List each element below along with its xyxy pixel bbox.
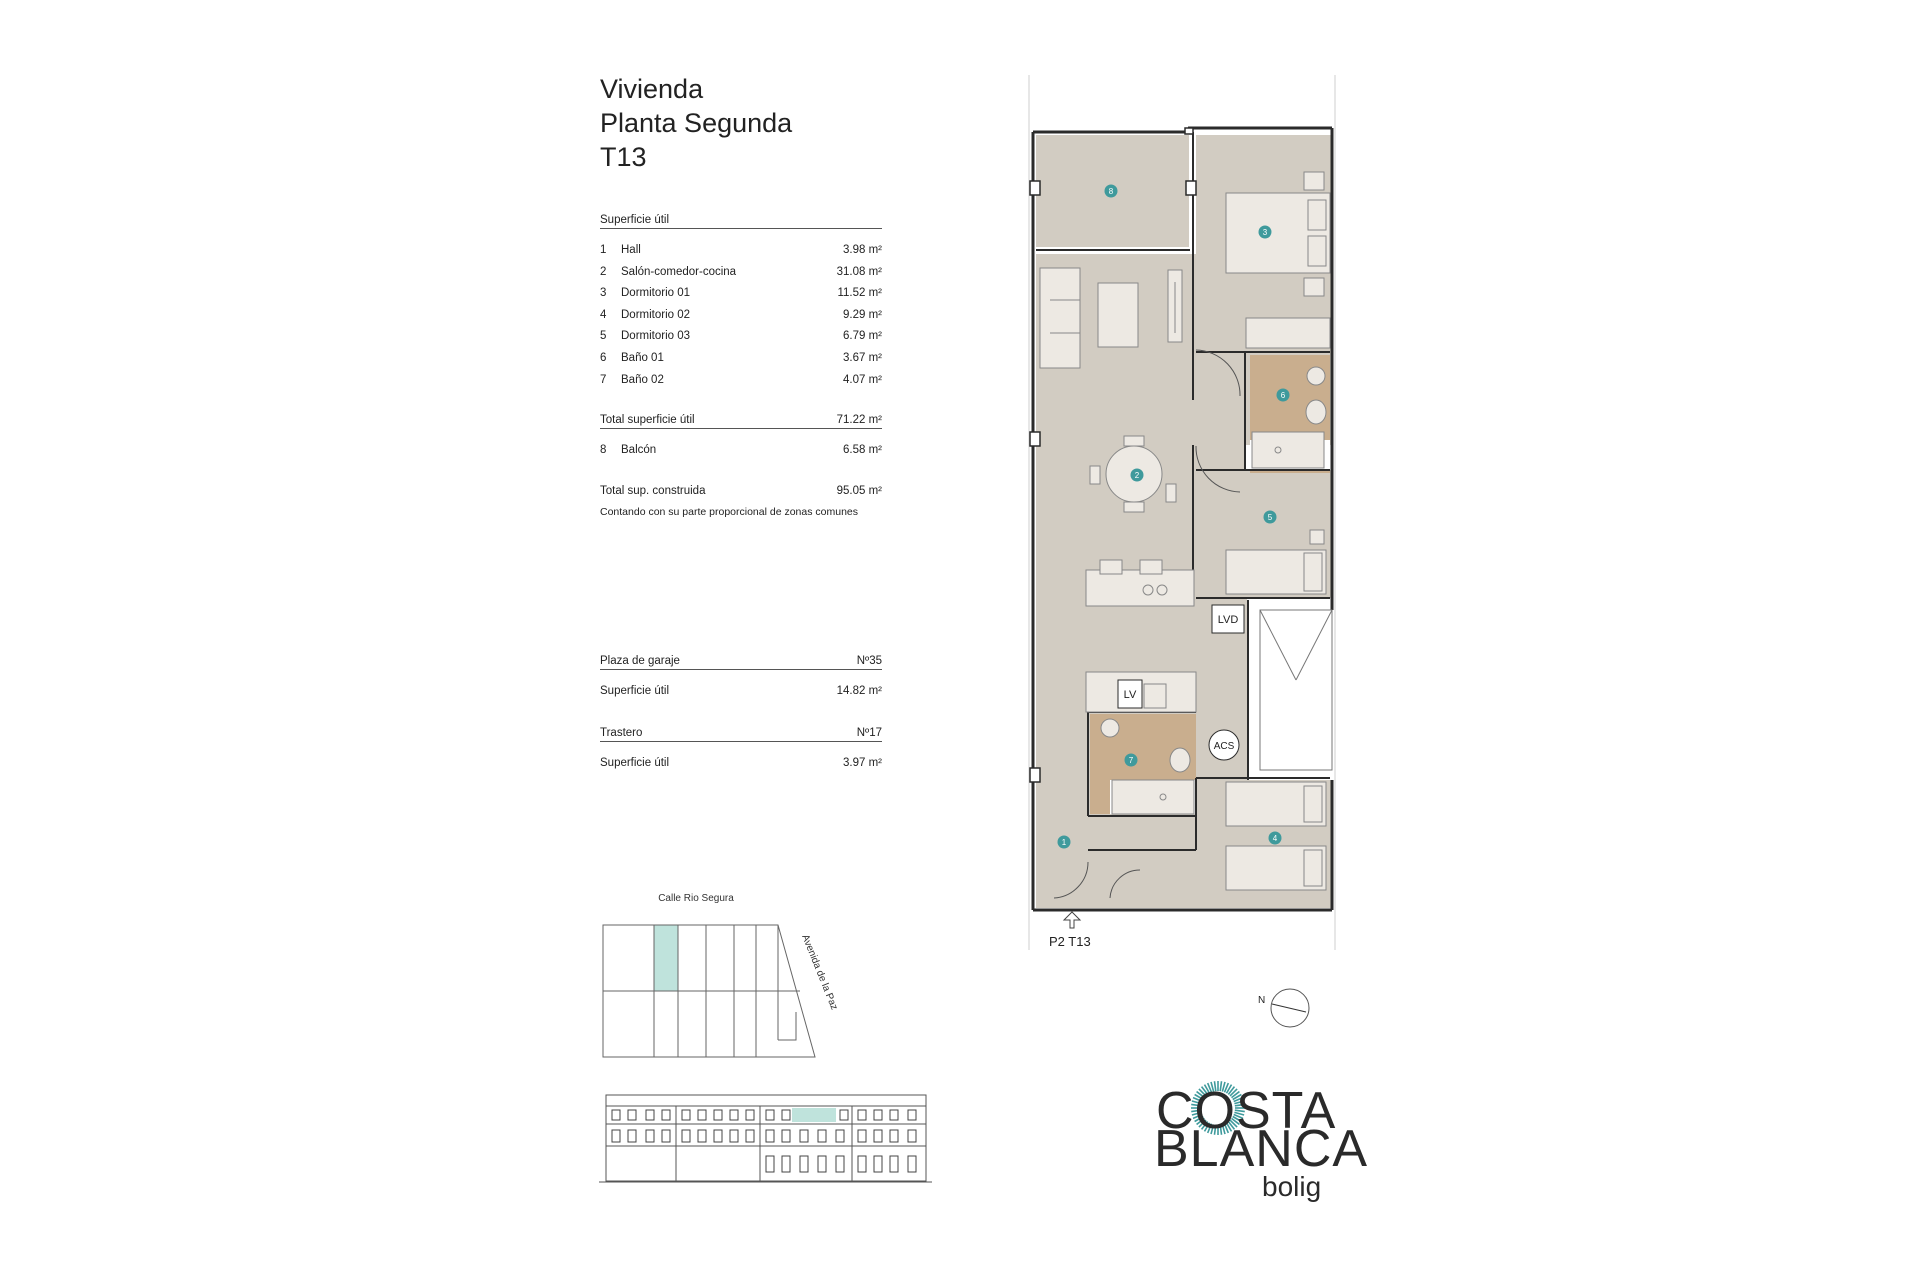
entrance-arrow-icon — [1062, 911, 1082, 929]
room-value: 6.79 m² — [843, 330, 882, 342]
balcony-number: 8 — [600, 444, 607, 456]
compass-icon: N — [1258, 988, 1310, 1028]
room-label: Baño 01 — [621, 352, 664, 364]
total-surface-label: Total superficie útil — [600, 414, 695, 426]
room-number: 7 — [600, 374, 607, 386]
title-line-2: Planta Segunda — [600, 108, 793, 138]
room-label: Hall — [621, 244, 641, 256]
room-marker-7 — [1124, 753, 1138, 767]
room-number: 4 — [600, 309, 607, 321]
room-marker-3 — [1258, 225, 1272, 239]
lvd-label: LVD — [1218, 614, 1239, 626]
room-row: 3 Dormitorio 01 11.52 m² — [600, 287, 882, 303]
room-marker-4-label: 4 — [1273, 834, 1278, 843]
garage-surface-label: Superficie útil — [600, 685, 670, 697]
compass-north-label: N — [1258, 995, 1265, 1006]
built-surface-label: Total sup. construida — [600, 485, 706, 497]
room-marker-1-label: 1 — [1062, 838, 1067, 847]
room-row: 1 Hall 3.98 m² — [600, 244, 882, 260]
surface-header: Superficie útil — [600, 214, 882, 229]
garage-number: Nº35 — [856, 655, 882, 667]
room-label: Dormitorio 03 — [621, 330, 691, 342]
built-surface-row: Total sup. construida 95.05 m² — [600, 485, 882, 501]
garage-row: Plaza de garaje Nº35 — [600, 655, 882, 670]
total-surface-value: 71.22 m² — [836, 414, 882, 426]
acs-circle — [1208, 729, 1240, 761]
storage-surface-row: Superficie útil 3.97 m² — [600, 757, 882, 773]
site-plan: Calle Rio Segura Avenida de la Paz — [602, 893, 840, 1058]
room-row: 7 Baño 02 4.07 m² — [600, 374, 882, 390]
building-elevation — [599, 1094, 932, 1183]
room-marker-2-label: 2 — [1135, 471, 1140, 480]
company-logo: COSTA BLANCA bolig — [1150, 1075, 1367, 1215]
built-surface-note: Contando con su parte proporcional de zo… — [600, 506, 858, 518]
storage-surface-value: 3.97 m² — [843, 757, 882, 769]
room-number: 6 — [600, 352, 607, 364]
room-row: 5 Dormitorio 03 6.79 m² — [600, 330, 882, 346]
room-marker-5-label: 5 — [1268, 513, 1273, 522]
room-number: 2 — [600, 266, 607, 278]
room-value: 3.98 m² — [843, 244, 882, 256]
room-marker-3-label: 3 — [1263, 228, 1268, 237]
total-surface-row: Total superficie útil 71.22 m² — [600, 414, 882, 429]
room-number: 1 — [600, 244, 607, 256]
room-value: 3.67 m² — [843, 352, 882, 364]
room-marker-8 — [1104, 184, 1118, 198]
lv-box — [1117, 679, 1143, 709]
garage-surface-row: Superficie útil 14.82 m² — [600, 685, 882, 701]
room-marker-5 — [1263, 510, 1277, 524]
title-line-3: T13 — [600, 142, 647, 172]
logo-line-1: COSTA — [1156, 1082, 1337, 1140]
garage-label: Plaza de garaje — [600, 655, 680, 667]
logo-sun-icon — [1191, 1081, 1245, 1135]
room-row: 6 Baño 01 3.67 m² — [600, 352, 882, 368]
street-top-label: Calle Rio Segura — [658, 893, 734, 904]
room-number: 3 — [600, 287, 607, 299]
room-marker-7-label: 7 — [1129, 756, 1134, 765]
lvd-box — [1211, 604, 1245, 634]
page-title: Vivienda Planta Segunda T13 — [600, 72, 792, 174]
room-value: 11.52 m² — [837, 287, 882, 299]
room-row: 4 Dormitorio 02 9.29 m² — [600, 309, 882, 325]
room-label: Baño 02 — [621, 374, 664, 386]
room-marker-2 — [1130, 468, 1144, 482]
room-value: 31.08 m² — [836, 266, 882, 278]
logo-line-2: BLANCA — [1154, 1120, 1369, 1178]
street-side-label: Avenida de la Paz — [799, 933, 839, 1012]
room-number: 5 — [600, 330, 607, 342]
room-marker-6-label: 6 — [1281, 391, 1286, 400]
room-marker-8-label: 8 — [1109, 187, 1114, 196]
room-label: Dormitorio 01 — [621, 287, 691, 299]
room-marker-4 — [1268, 831, 1282, 845]
storage-row: Trastero Nº17 — [600, 727, 882, 742]
room-label: Dormitorio 02 — [621, 309, 691, 321]
unit-label: P2 T13 — [1049, 934, 1091, 949]
title-line-1: Vivienda — [600, 74, 704, 104]
lv-label: LV — [1124, 689, 1137, 701]
balcony-value: 6.58 m² — [843, 444, 882, 456]
room-label: Salón-comedor-cocina — [621, 266, 737, 278]
built-surface-value: 95.05 m² — [836, 485, 882, 497]
room-markers: 1 2 3 4 5 6 7 8 — [1057, 184, 1290, 849]
garage-surface-value: 14.82 m² — [836, 685, 882, 697]
storage-surface-label: Superficie útil — [600, 757, 670, 769]
site-highlight — [653, 924, 679, 992]
room-row: 2 Salón-comedor-cocina 31.08 m² — [600, 266, 882, 282]
balcony-label: Balcón — [621, 444, 657, 456]
storage-number: Nº17 — [856, 727, 882, 739]
acs-label: ACS — [1214, 741, 1235, 752]
storage-label: Trastero — [600, 727, 643, 739]
room-marker-6 — [1276, 388, 1290, 402]
floor-plan: LVD LV ACS 1 2 3 4 5 6 7 8 P2 T13 — [1028, 75, 1336, 950]
balcony-row: 8 Balcón 6.58 m² — [600, 444, 882, 460]
room-value: 4.07 m² — [843, 374, 882, 386]
logo-line-3: bolig — [1262, 1171, 1322, 1202]
room-marker-1 — [1057, 835, 1071, 849]
elevation-highlight — [792, 1108, 836, 1122]
room-value: 9.29 m² — [843, 309, 882, 321]
